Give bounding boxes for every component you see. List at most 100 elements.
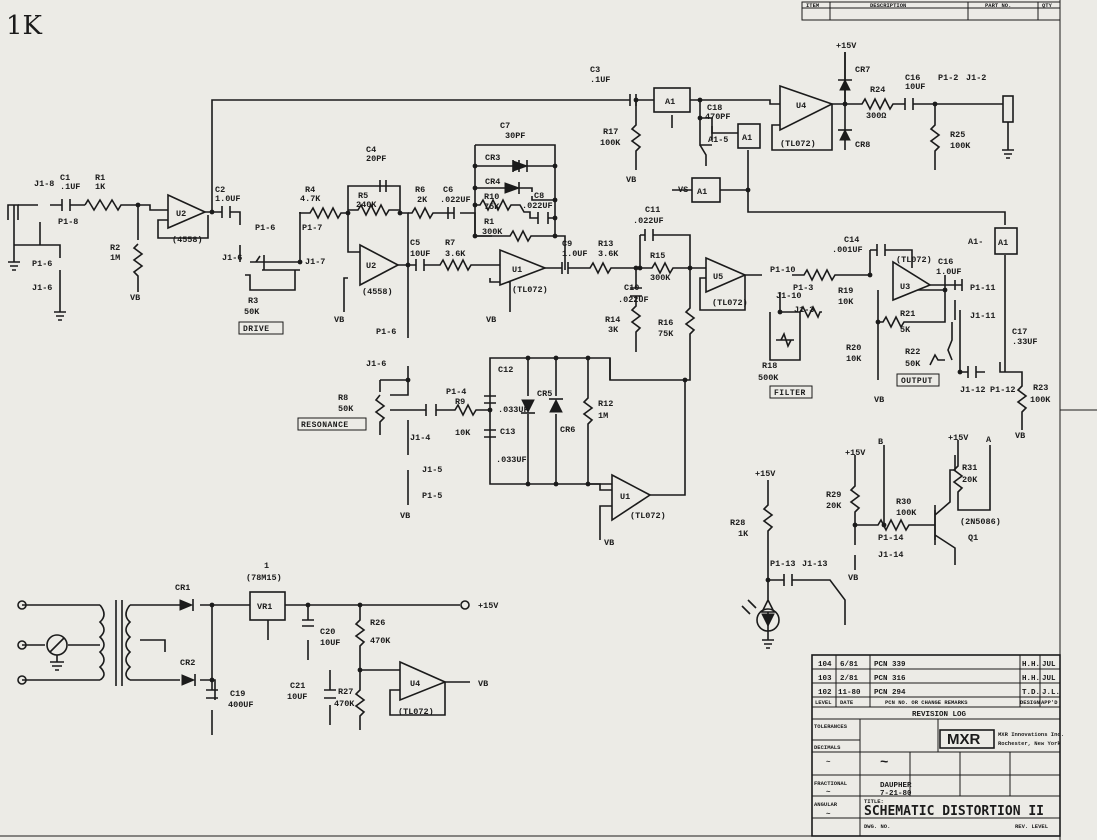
r7-label: R7 [445, 238, 455, 248]
corner-mark: 1K [6, 11, 43, 41]
opamp-u1b [611, 473, 652, 522]
cr3-label: CR3 [485, 153, 500, 163]
opamp-u3-name: U3 [900, 282, 910, 292]
r3-label: R3 [248, 296, 258, 306]
r12-label: R12 [598, 399, 613, 409]
rev-header-appd: APP'D [1041, 699, 1058, 706]
r24-label: R24 [870, 85, 885, 95]
rev-row-3-note: PCN 294 [874, 689, 906, 697]
r14-label: R14 [605, 315, 620, 325]
j1-3-label: J1-3 [794, 305, 814, 315]
header-col-part: PART NO. [985, 2, 1011, 9]
rev-header-date: DATE [840, 699, 854, 706]
output-box [896, 373, 940, 387]
c5-label: C5 [410, 238, 420, 248]
approx-mark: ~ [880, 755, 888, 771]
vr1-part: (78M15) [246, 573, 282, 583]
r17-value: 100K [600, 138, 621, 148]
cr8-label: CR8 [855, 140, 870, 150]
rev-row-2-appd: JUL [1042, 675, 1056, 683]
resonance-label: RESONANCE [301, 421, 349, 430]
c11-value: .022UF [633, 216, 664, 226]
vb-net-1: VB [130, 293, 140, 303]
rev-row-3-date: 11-80 [838, 689, 861, 697]
r12-value: 1M [598, 411, 608, 421]
c1-value: .1UF [60, 182, 80, 192]
p1-5-label: P1-5 [422, 491, 442, 501]
c6-value: .022UF [440, 195, 471, 205]
cr4-label: CR4 [485, 177, 500, 187]
r17-label: R17 [603, 127, 618, 137]
r26-value: 470K [370, 636, 391, 646]
r22-label: R22 [905, 347, 920, 357]
switch-a1-5-ref: A1-5 [708, 135, 728, 145]
p1-6b-label: P1-6 [255, 223, 275, 233]
pos15-net-3: +15V [845, 448, 866, 458]
decimals-label: DECIMALS [814, 744, 841, 751]
r28-label: R28 [730, 518, 745, 528]
r7-value: 3.6K [445, 249, 466, 259]
c3-value: .1UF [590, 75, 610, 85]
c14-value: .001UF [832, 245, 863, 255]
wires [8, 52, 1028, 735]
p1-6c-label: P1-6 [376, 327, 396, 337]
j1-6-label: J1-6 [32, 283, 52, 293]
r1-value: 1K [95, 182, 106, 192]
switch-a1-low: A1 [697, 187, 707, 197]
opamp-symbols [167, 84, 932, 702]
rev-row-3-by: T.D. [1022, 689, 1040, 697]
pos15-net-1: +15V [836, 41, 857, 51]
vr1-label: VR1 [257, 602, 272, 612]
c18-label: C18 [707, 103, 722, 113]
opamp-u5-part: (TL072) [712, 298, 748, 308]
cr2-label: CR2 [180, 658, 195, 668]
c20-label: C20 [320, 627, 335, 637]
c20-value: 10UF [320, 638, 340, 648]
c6-label: C6 [443, 185, 453, 195]
title-block: 104 6/81 PCN 339 H.H. JUL 103 2/81 PCN 3… [811, 654, 1064, 837]
q1-part: (2N5086) [960, 517, 1001, 527]
rev-row-2-date: 2/81 [840, 675, 859, 683]
rev-row-2-level: 103 [818, 675, 832, 683]
vb-net-6: VB [1015, 431, 1025, 441]
opamp-u5 [705, 256, 748, 294]
pos15-net-4: +15V [948, 433, 969, 443]
rev-header-design: DESIGN [1020, 699, 1040, 706]
c2-label: C2 [215, 185, 225, 195]
switch-a1-top: A1 [665, 97, 675, 107]
r18-value: 500K [758, 373, 779, 383]
drawn-by: DAUPHER [880, 782, 912, 790]
opamp-u2a [167, 193, 207, 230]
j1-6b-label: J1-6 [222, 253, 242, 263]
opamp-u4-bottom-part: (TL072) [398, 707, 434, 717]
opamp-u3-part: (TL072) [896, 255, 932, 265]
j1-4-label: J1-4 [410, 433, 430, 443]
switch-boxes [653, 87, 1018, 255]
pos15-net-2: +15V [755, 469, 776, 479]
cr6-label: CR6 [560, 425, 575, 435]
header-col-qty: QTY [1042, 2, 1053, 9]
r31-label: R31 [962, 463, 977, 473]
c19-label: C19 [230, 689, 245, 699]
rev-row-1-by: H.H. [1022, 661, 1040, 669]
r24-value: 300Ω [866, 111, 886, 121]
tolerances-label: TOLERANCES [814, 723, 848, 730]
c21-value: 10UF [287, 692, 307, 702]
r5-label: R5 [358, 191, 368, 201]
switch-a1-ref: A1- [968, 237, 983, 247]
p1-7-label: P1-7 [302, 223, 322, 233]
c10-label: C10 [624, 283, 639, 293]
opamp-u4-top-name: U4 [796, 101, 806, 111]
p1-3-label: P1-3 [793, 283, 813, 293]
opamp-u2b-name: U2 [366, 261, 376, 271]
c17-label: C17 [1012, 327, 1027, 337]
dwg-no-caption: DWG. NO. [864, 823, 890, 830]
p1-11-label: P1-11 [970, 283, 996, 293]
opamp-u5-name: U5 [713, 272, 723, 282]
r1-label: R1 [95, 173, 105, 183]
c16-top-value: 10UF [905, 82, 925, 92]
r11-value: 300K [482, 227, 503, 237]
r16-value: 75K [658, 329, 674, 339]
company-city: Rochester, New York [998, 740, 1061, 747]
rev-header-remarks: PCN NO. OR CHANGE REMARKS [885, 699, 968, 706]
